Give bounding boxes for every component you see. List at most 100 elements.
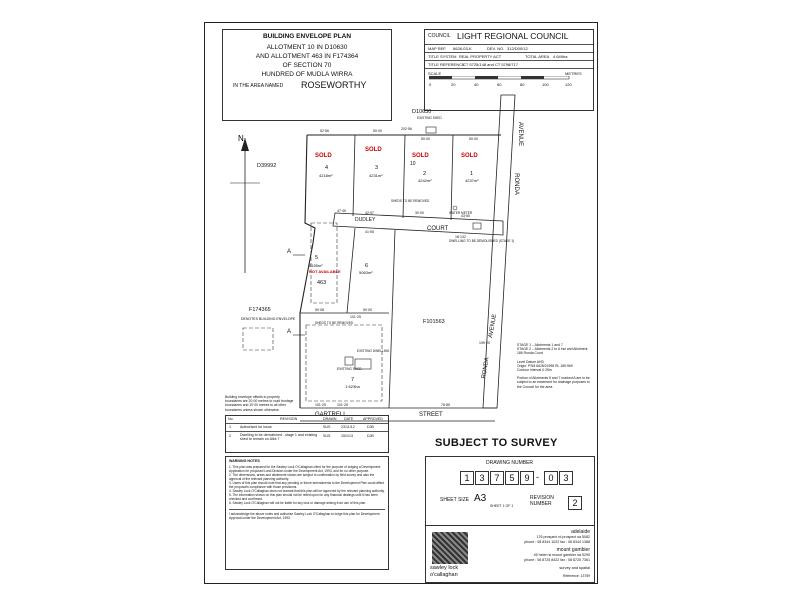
office-address: 176 prospect rd prospect sa 5082	[536, 535, 590, 539]
dimension: 41·55	[365, 230, 374, 234]
title-line: HUNDRED OF MUDLA WIRRA	[261, 71, 353, 78]
lot-status: SOLD	[365, 147, 382, 153]
revision-label: REVISION NUMBER	[530, 495, 554, 507]
plan-drawing: N	[230, 94, 516, 422]
scale-bar	[429, 76, 570, 80]
warning-notes: WARNING NOTES 1. This plan was prepared …	[225, 456, 389, 570]
lot-number: 463	[317, 280, 327, 286]
dimension: 101·25	[337, 403, 348, 407]
existing-shed-label: EXISTING SHED	[337, 367, 362, 371]
drawing-digit: 1	[460, 471, 474, 485]
area-name: ROSEWORTHY	[301, 80, 367, 90]
drawing-digit: 9	[520, 471, 534, 485]
drawing-digit: 3	[559, 471, 573, 485]
area-prefix: IN THE AREA NAMED	[233, 83, 284, 89]
dwelling-demolish-icon	[472, 222, 482, 230]
plan-title: BUILDING ENVELOPE PLAN	[262, 33, 352, 40]
note-line: 2. The dimensions, areas and allotments …	[229, 473, 375, 481]
datum-note: Level Datum AHD	[517, 359, 544, 364]
rev-header: APPROVED	[363, 417, 383, 421]
rev-cell: 23/11/12	[341, 425, 355, 429]
sheet-of: SHEET 1 OF 1	[490, 504, 514, 508]
sheds-removed-label: SHEDS TO BE REMOVED	[315, 321, 354, 325]
dimension: 50·00	[421, 137, 430, 141]
lot-number: 1	[470, 171, 474, 177]
lot-number: 10	[410, 161, 416, 167]
sheds-removed-label: SHEDS TO BE REMOVED	[391, 199, 430, 203]
dimension: 50·08	[315, 308, 324, 312]
scale-tick: 120	[565, 82, 572, 87]
rev-cell: DJB	[367, 425, 374, 429]
north-arrow-icon: N	[230, 134, 260, 273]
stage-note: STAGE 2 – Allotments 2 to 6 incl and All…	[517, 347, 588, 356]
dudley-court-road	[332, 212, 504, 236]
stage-note: STAGE 1 – Allotments 1 and 7	[517, 343, 563, 347]
ack-note: I acknowledge the above notes and author…	[229, 509, 385, 520]
company-logo-icon	[432, 532, 468, 564]
rev-cell: 15/1/13	[341, 434, 353, 438]
datum-note: Origin: PSM 6628/21998 RL 185·969	[517, 363, 573, 368]
title-ref-label: TITLE REFERENCE	[428, 62, 465, 67]
plan-ref-d39992: D39992	[257, 163, 277, 169]
plan-ref-f101563: F101563	[423, 319, 445, 325]
lot-number: 6	[365, 263, 369, 269]
lot-boundary	[346, 227, 356, 314]
scale-tick: 100	[542, 82, 549, 87]
rev-header: REVISION	[280, 417, 298, 421]
notes-title: WARNING NOTES	[229, 459, 260, 463]
total-area-label: TOTAL AREA	[525, 54, 550, 59]
title-line: ALLOTMENT 10 IN D10630	[266, 44, 348, 51]
lot-area: 4231m²	[369, 173, 383, 178]
road-label: STREET	[419, 412, 443, 418]
drainage-note: Portion of Allotments 5 and 7 marked A a…	[517, 376, 590, 389]
dimension: 42·97	[365, 211, 374, 215]
rev-cell: 2	[229, 434, 231, 438]
west-boundary	[299, 134, 316, 408]
lot-boundary	[352, 134, 356, 217]
existing-shed-label: EXISTING SHED	[417, 116, 442, 120]
plan-ref-d10630: D10630	[412, 109, 432, 115]
dev-no-label: DEV. NO.	[487, 46, 505, 51]
company-reference: Reference: 13759	[563, 574, 590, 578]
rev-cell: Dwelling to be demolished - stage 1 and …	[240, 433, 318, 442]
existing-shed-icon	[425, 126, 437, 134]
drawing-digit: 7	[490, 471, 504, 485]
title-line: OF SECTION 70	[282, 62, 332, 69]
lot-number: 4	[325, 165, 329, 171]
company-name: sawley lock	[430, 565, 459, 571]
water-meter-label: WATER METER	[449, 211, 473, 215]
dimension: 101·25	[350, 315, 361, 319]
dimension: 47·45	[337, 209, 346, 213]
drawing-digit: 5	[505, 471, 519, 485]
revision-table: No. REVISION DRAWN DATE APPROVED 1 Autho…	[225, 415, 389, 453]
drawing-number-label: DRAWING NUMBER	[486, 460, 534, 466]
existing-shed-icon	[344, 356, 354, 366]
dimension: 76·85	[441, 403, 450, 407]
dimension: 202·56	[401, 127, 412, 131]
office-phone: phone : 08 8344 1022 fax : 08 8344 1388	[524, 540, 590, 544]
rev-cell: 1	[229, 425, 231, 429]
council-label: COUNCIL	[428, 33, 451, 39]
note-line: 4. Sawley Lock O'Callaghan does not warr…	[229, 489, 385, 493]
metres-label: METRES	[565, 71, 582, 76]
map-ref: 6628-03-K	[453, 46, 472, 51]
note-line: 5. The information shown on this plan sh…	[229, 493, 378, 501]
dimension: 50·00	[363, 308, 372, 312]
note-line: 3. Users of this plan should note that a…	[229, 481, 384, 489]
road-label: RONDA	[512, 173, 519, 195]
legend-note: DENOTES BUILDING ENVELOPE	[241, 317, 296, 321]
total-area: 4.649ha	[553, 54, 568, 59]
lot-number: 3	[375, 165, 379, 171]
scale-tick: 60	[497, 82, 502, 87]
lot-status: SOLD	[461, 153, 478, 159]
rev-cell: Authorised for issue	[240, 425, 272, 429]
easement-label: A	[287, 329, 292, 335]
scale-label: SCALE	[428, 71, 442, 76]
road-label: COURT	[427, 226, 449, 232]
dimension: 52·56	[320, 129, 329, 133]
sheet-size-label: SHEET SIZE	[440, 497, 470, 503]
lot-boundary	[402, 134, 406, 219]
rev-cell: SUS	[323, 434, 331, 438]
rev-header: DRAWN	[323, 417, 337, 421]
title-system-label: TITLE SYSTEM	[428, 54, 457, 59]
